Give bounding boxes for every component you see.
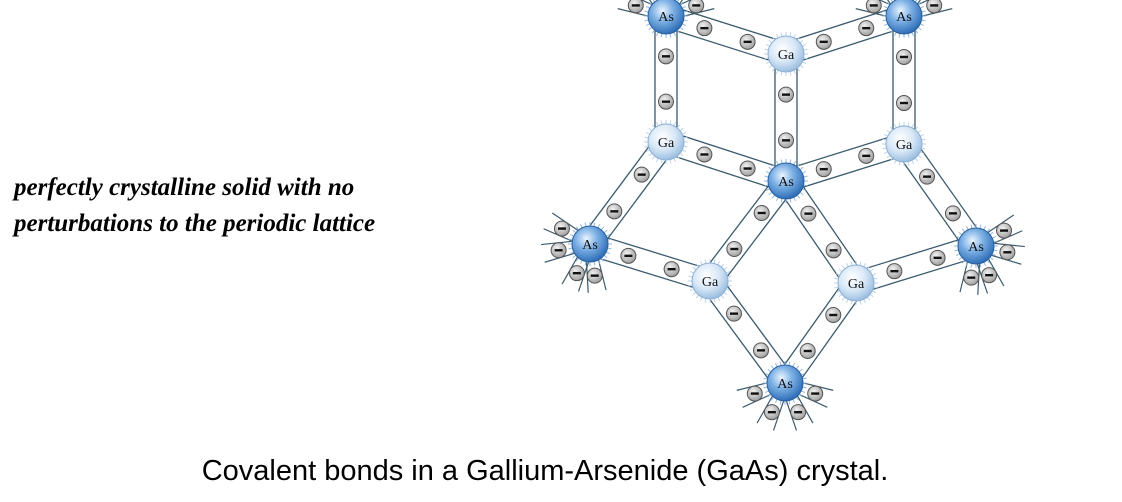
arsenic-label: As — [896, 10, 912, 25]
outer-bond-electron — [926, 0, 943, 14]
outer-bond-electron — [550, 242, 567, 259]
bond-electron — [753, 342, 769, 359]
bond-electron — [696, 20, 713, 37]
arsenic-atom: As — [644, 0, 688, 38]
bond-electron — [825, 242, 842, 259]
bond-electron — [799, 343, 816, 359]
gallium-label: Ga — [848, 277, 865, 292]
bond-electron — [944, 205, 961, 222]
arsenic-label: As — [777, 377, 793, 392]
outer-bond-electron — [865, 0, 882, 14]
covalent-bond — [774, 60, 798, 175]
bond-electron — [696, 146, 713, 163]
bond-electron — [658, 93, 674, 110]
side-note: perfectly crystalline solid with no pert… — [14, 170, 514, 242]
outer-bond-electron — [688, 0, 705, 14]
bond-electron — [929, 249, 946, 266]
arsenic-atom: As — [764, 159, 808, 203]
bond-electron — [739, 160, 756, 177]
covalent-bond — [672, 135, 780, 188]
covalent-bond — [709, 184, 787, 278]
outer-bond-electron — [568, 265, 585, 282]
bond-electron — [739, 33, 756, 50]
bond-electron — [663, 261, 680, 278]
covalent-bond — [892, 23, 916, 137]
covalent-bond — [902, 147, 978, 243]
covalent-bond — [654, 22, 678, 136]
gallium-atom: Ga — [644, 120, 688, 164]
arsenic-label: As — [778, 175, 794, 190]
bond-electron — [896, 95, 912, 112]
covalent-bond — [596, 237, 704, 288]
gallium-atom: Ga — [764, 32, 808, 76]
bond-electron — [658, 48, 674, 65]
covalent-bond — [589, 145, 667, 241]
outer-bond-electron — [586, 267, 603, 284]
gallium-atom: Ga — [688, 259, 732, 303]
arsenic-atom: As — [568, 222, 612, 266]
outer-bond-electron — [807, 385, 824, 402]
outer-bond-electron — [627, 0, 644, 14]
bond-electron — [800, 205, 817, 222]
outer-bond-electron — [763, 404, 780, 421]
gallium-label: Ga — [778, 48, 795, 63]
bond-electron — [778, 132, 794, 149]
bond-electron — [815, 33, 832, 50]
covalent-bond — [672, 9, 780, 61]
bond-electron — [825, 307, 842, 323]
covalent-bond — [783, 286, 858, 380]
arsenic-label: As — [968, 240, 984, 255]
covalent-bond — [792, 9, 898, 61]
gallium-atom: Ga — [834, 261, 878, 305]
outer-bond-electron — [981, 267, 998, 284]
bond-electron — [753, 205, 770, 221]
bond-electron — [886, 263, 903, 280]
gallium-label: Ga — [896, 138, 913, 153]
arsenic-atom: As — [954, 224, 998, 268]
bond-electron — [919, 168, 936, 185]
arsenic-label: As — [582, 238, 598, 253]
outer-bond-electron — [999, 244, 1016, 261]
covalent-bond — [784, 184, 858, 280]
arsenic-atom: As — [763, 361, 807, 405]
bond-electron — [858, 147, 875, 164]
bond-electron — [620, 247, 637, 264]
side-note-line-1: perfectly crystalline solid with no — [14, 174, 355, 201]
gallium-atom: Ga — [882, 122, 926, 166]
gallium-label: Ga — [658, 136, 675, 151]
outer-bond-electron — [746, 385, 763, 402]
bond-electron — [896, 48, 912, 65]
arsenic-atom: As — [882, 0, 926, 38]
outer-bond-electron — [553, 220, 570, 237]
outer-bond-electron — [963, 269, 980, 286]
outer-bond-electron — [996, 222, 1013, 239]
covalent-bond — [792, 137, 898, 188]
bond-electron — [858, 20, 875, 37]
bond-electron — [726, 241, 743, 257]
electrons-layer — [550, 0, 1016, 421]
outer-bond-electron — [790, 404, 807, 421]
bond-electron — [726, 305, 742, 322]
bond-electron — [815, 161, 832, 178]
bond-electron — [606, 203, 623, 220]
figure-caption: Covalent bonds in a Gallium-Arsenide (Ga… — [201, 455, 889, 487]
arsenic-label: As — [658, 10, 674, 25]
covalent-bond — [862, 239, 970, 290]
bond-electron — [778, 86, 794, 103]
gallium-label: Ga — [702, 275, 719, 290]
covalent-bond — [709, 284, 786, 380]
bond-electron — [633, 166, 650, 183]
side-note-line-2: perturbations to the periodic lattice — [14, 210, 376, 237]
